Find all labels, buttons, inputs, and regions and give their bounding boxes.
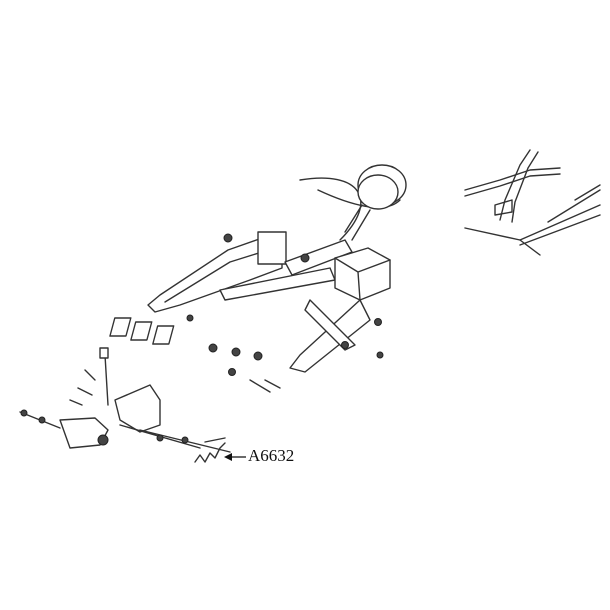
inset-detail xyxy=(464,149,601,256)
spring xyxy=(194,442,226,463)
callout-arrow xyxy=(224,453,246,461)
hose xyxy=(299,177,362,241)
part-number-label: A6632 xyxy=(248,446,295,465)
shift-linkage xyxy=(19,347,231,453)
spring-hook xyxy=(204,437,226,443)
frame-right-bracket xyxy=(289,247,391,373)
mounting-pads xyxy=(109,317,263,361)
hose xyxy=(317,189,401,208)
frame-left-arm xyxy=(147,231,287,313)
vacuum-canister xyxy=(344,164,407,241)
bolts xyxy=(186,233,384,393)
crossbar xyxy=(284,239,353,276)
